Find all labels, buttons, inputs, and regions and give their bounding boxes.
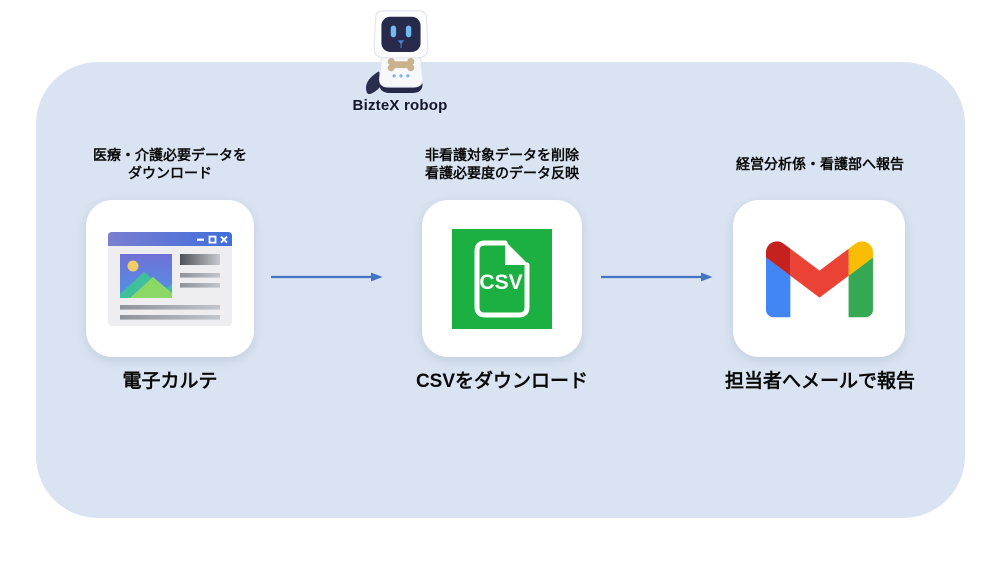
robot-icon: [365, 8, 429, 95]
bone-bowtie-icon: [387, 58, 415, 72]
step3-label-line1: 経営分析係・看護部へ報告: [736, 156, 904, 172]
step3-label: 経営分析係・看護部へ報告: [702, 142, 938, 186]
step1-label-line1: 医療・介護必要データを: [93, 147, 247, 163]
mascot-robot: [352, 5, 450, 95]
step3-card: [733, 200, 905, 357]
step2-label-line1: 非看護対象データを削除: [425, 147, 579, 163]
mascot-name: BizteX robop: [352, 97, 448, 114]
flow-arrow-1: [271, 272, 383, 282]
step1-label: 医療・介護必要データを ダウンロード: [60, 142, 280, 186]
step3-caption: 担当者へメールで報告: [724, 371, 915, 392]
csv-file-label: CSV: [479, 271, 522, 294]
step2-label-line2: 看護必要度のデータ反映: [425, 165, 579, 181]
step2-label: 非看護対象データを削除 看護必要度のデータ反映: [392, 142, 612, 186]
step1-label-line2: ダウンロード: [128, 165, 212, 181]
csv-file-icon: CSV: [452, 228, 552, 329]
step1-card: [86, 200, 254, 357]
browser-window-icon: [108, 231, 232, 326]
gmail-icon: [765, 241, 873, 318]
step2-card: CSV: [422, 200, 582, 357]
step2-caption: CSVをダウンロード: [415, 371, 589, 392]
flow-arrow-2: [601, 272, 713, 282]
step1-caption: 電子カルテ: [122, 371, 218, 392]
